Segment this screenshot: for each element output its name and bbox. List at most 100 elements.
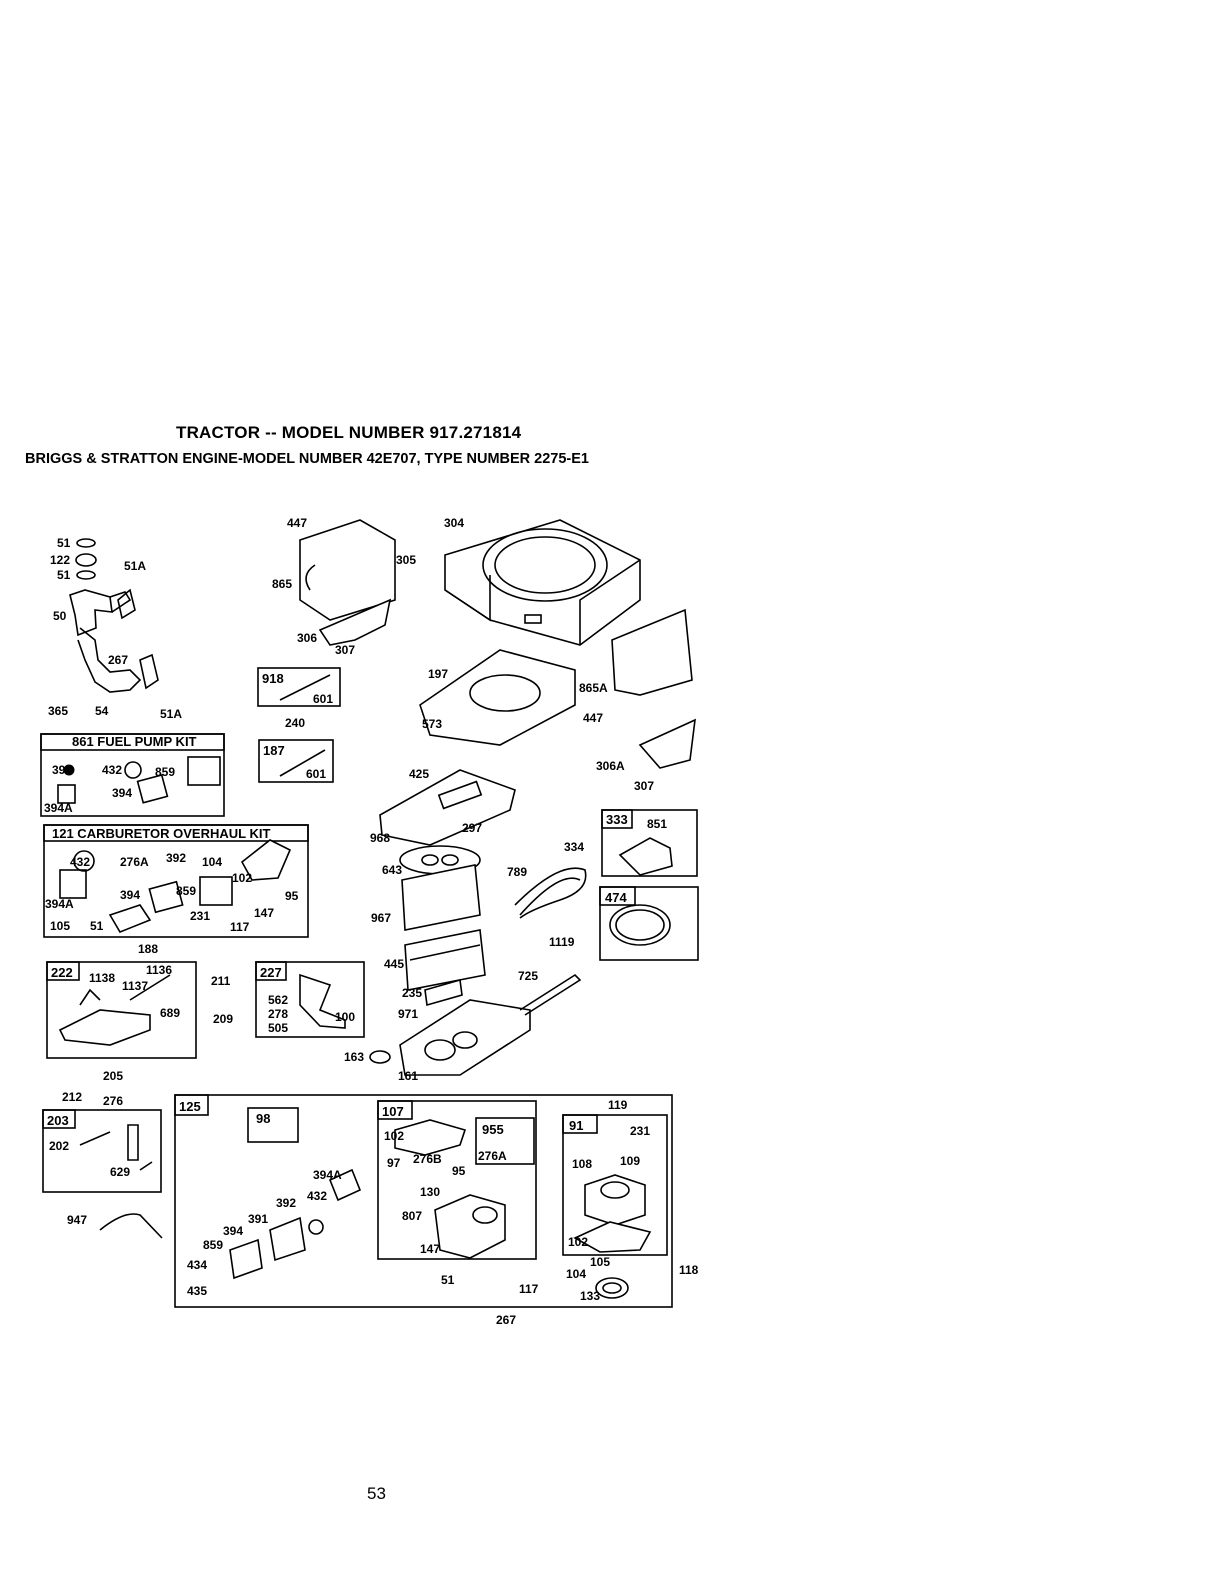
part-label: 235 xyxy=(402,986,422,1000)
box-333-frame xyxy=(601,809,698,877)
part-label: 276B xyxy=(413,1152,442,1166)
part-label: 104 xyxy=(202,855,222,869)
part-label: 119 xyxy=(608,1098,628,1112)
part-label: 161 xyxy=(398,1069,418,1083)
part-label: 789 xyxy=(507,865,527,879)
part-label: 689 xyxy=(160,1006,180,1020)
part-label: 102 xyxy=(384,1129,404,1143)
part-label: 267 xyxy=(108,653,128,667)
part-label: 1138 xyxy=(89,971,115,985)
part-label: 51 xyxy=(90,919,104,933)
part-label: 807 xyxy=(402,1209,422,1223)
page-subtitle: BRIGGS & STRATTON ENGINE-MODEL NUMBER 42… xyxy=(25,451,589,467)
part-label: 240 xyxy=(285,716,305,730)
part-label: 118 xyxy=(679,1263,699,1277)
part-label: 394 xyxy=(120,888,140,902)
page-title: TRACTOR -- MODEL NUMBER 917.271814 xyxy=(176,423,522,442)
part-label: 50 xyxy=(53,609,67,623)
box-222-frame xyxy=(46,961,197,1059)
box-125-label: 125 xyxy=(179,1099,201,1114)
box-125-frame xyxy=(174,1094,673,1308)
part-label: 334 xyxy=(564,840,584,854)
box-955-label: 955 xyxy=(482,1122,504,1137)
part-label: 434 xyxy=(187,1258,207,1272)
part-label: 95 xyxy=(452,1164,466,1178)
box-918-frame xyxy=(257,667,341,707)
part-label: 211 xyxy=(211,974,231,988)
part-label: 51 xyxy=(441,1273,455,1287)
part-label: 968 xyxy=(370,831,390,845)
part-label: 394A xyxy=(45,897,74,911)
box-474-frame xyxy=(599,886,699,961)
part-label: 205 xyxy=(103,1069,123,1083)
part-label: 100 xyxy=(335,1010,355,1024)
part-label: 601 xyxy=(306,767,326,781)
part-label: 601 xyxy=(313,692,333,706)
shroud-base-drawing xyxy=(419,649,576,746)
part-label: 278 xyxy=(268,1007,288,1021)
box-187-label: 187 xyxy=(263,743,285,758)
page-number: 53 xyxy=(367,1484,386,1503)
box-107-label: 107 xyxy=(382,1104,404,1119)
part-label: 562 xyxy=(268,993,288,1007)
part-label: 105 xyxy=(50,919,70,933)
part-label: 307 xyxy=(335,643,355,657)
part-label: 971 xyxy=(398,1007,418,1021)
part-label: 573 xyxy=(422,717,442,731)
part-label: 947 xyxy=(67,1213,87,1227)
part-label: 163 xyxy=(344,1050,364,1064)
box-107-frame xyxy=(377,1100,537,1260)
part-label: 212 xyxy=(62,1090,82,1104)
part-label: 365 xyxy=(48,704,68,718)
fuel-pump-kit-label: 861 FUEL PUMP KIT xyxy=(72,734,197,749)
part-label: 109 xyxy=(620,1154,640,1168)
part-label: 394A xyxy=(44,801,73,815)
part-label: 629 xyxy=(110,1165,130,1179)
part-label: 394A xyxy=(313,1168,342,1182)
part-label: 859 xyxy=(176,884,196,898)
part-label: 435 xyxy=(187,1284,207,1298)
part-label: 432 xyxy=(307,1189,327,1203)
box-98-label: 98 xyxy=(256,1111,270,1126)
part-label: 276 xyxy=(103,1094,123,1108)
part-label: 432 xyxy=(70,855,90,869)
box-203-label: 203 xyxy=(47,1113,69,1128)
part-label: 209 xyxy=(213,1012,233,1026)
part-label: 865 xyxy=(272,577,292,591)
blower-housing-drawing xyxy=(444,519,641,646)
part-label: 117 xyxy=(230,920,250,934)
air-cleaner-drawing xyxy=(369,769,587,1076)
part-label: 392 xyxy=(52,763,72,777)
part-label: 276A xyxy=(120,855,149,869)
box-955-frame xyxy=(475,1117,535,1165)
part-label: 392 xyxy=(166,851,186,865)
part-label: 51A xyxy=(124,559,146,573)
part-label: 197 xyxy=(428,667,448,681)
part-label: 130 xyxy=(420,1185,440,1199)
part-label: 307 xyxy=(634,779,654,793)
part-label: 117 xyxy=(519,1282,539,1296)
part-label: 276A xyxy=(478,1149,507,1163)
part-label: 865A xyxy=(579,681,608,695)
part-label: 859 xyxy=(203,1238,223,1252)
part-label: 231 xyxy=(630,1124,650,1138)
box-918-label: 918 xyxy=(262,671,284,686)
part-label: 394 xyxy=(112,786,132,800)
box-222-label: 222 xyxy=(51,965,73,980)
part-label: 102 xyxy=(568,1235,588,1249)
part-label: 231 xyxy=(190,909,210,923)
part-label: 133 xyxy=(580,1289,600,1303)
part-label: 447 xyxy=(287,516,307,530)
part-label: 305 xyxy=(396,553,416,567)
part-label: 147 xyxy=(254,906,274,920)
part-label: 391 xyxy=(248,1212,268,1226)
box-203-frame xyxy=(42,1109,162,1193)
part-label: 306A xyxy=(596,759,625,773)
part-label: 425 xyxy=(409,767,429,781)
part-label: 643 xyxy=(382,863,402,877)
box-474-label: 474 xyxy=(605,890,627,905)
box-187-frame xyxy=(258,739,334,783)
part-label: 54 xyxy=(95,704,109,718)
part-label: 147 xyxy=(420,1242,440,1256)
